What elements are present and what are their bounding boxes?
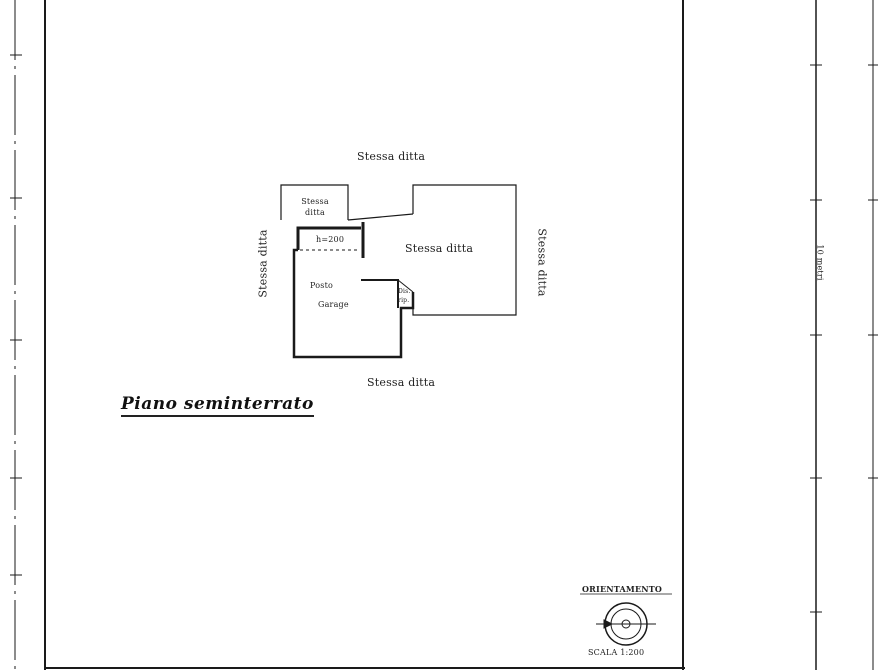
label-left: Stessa ditta xyxy=(256,229,270,298)
garage-walls xyxy=(292,222,415,359)
label-top: Stessa ditta xyxy=(357,150,426,163)
label-right: Stessa ditta xyxy=(535,228,549,297)
label-bottom: Stessa ditta xyxy=(367,376,436,389)
label-tiny-room: Dis. rip. xyxy=(398,288,411,304)
orientation-heading: ORIENTAMENTO xyxy=(582,584,663,594)
label-garage-line2: Garage xyxy=(318,300,349,309)
label-garage-line1: Posto xyxy=(310,281,334,290)
orientation-scale: SCALA 1:200 xyxy=(588,648,645,657)
label-room-right: Stessa ditta xyxy=(405,242,474,255)
plan-title: Piano seminterrato xyxy=(121,394,314,417)
label-strip: h=200 xyxy=(316,235,345,244)
orientation-compass xyxy=(580,593,672,646)
label-room-small: Stessa ditta xyxy=(301,197,329,217)
margin-scale-note: 10 metri xyxy=(815,244,825,281)
building-outline xyxy=(280,184,517,316)
